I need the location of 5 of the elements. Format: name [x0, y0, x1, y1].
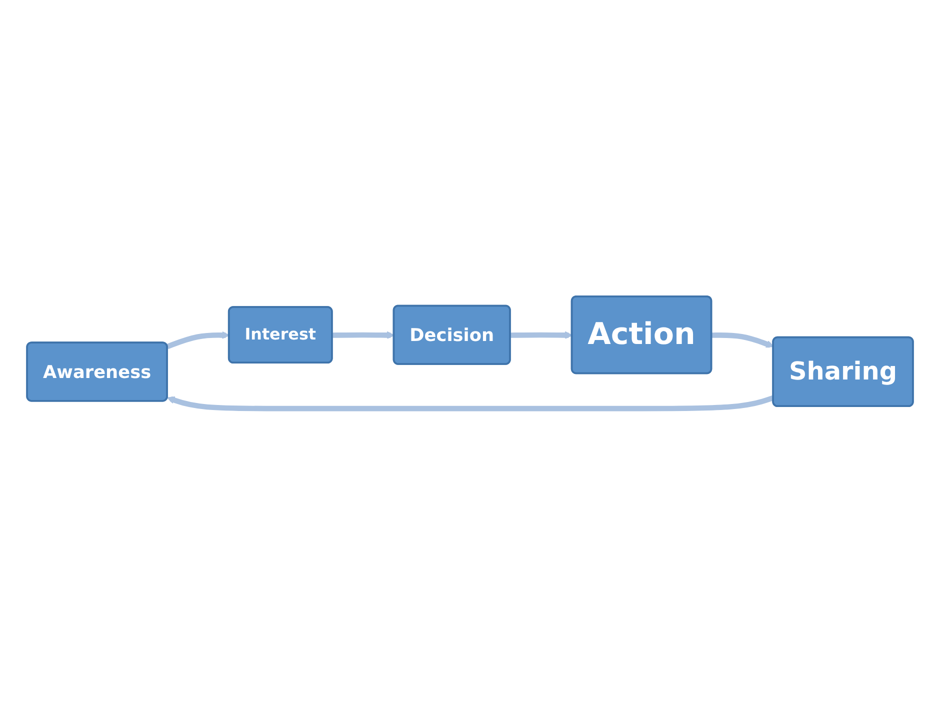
- arrow: [510, 331, 573, 340]
- arrow: [332, 331, 395, 340]
- arrow: [167, 395, 774, 412]
- arrow: [712, 332, 774, 348]
- arrow: [166, 331, 230, 350]
